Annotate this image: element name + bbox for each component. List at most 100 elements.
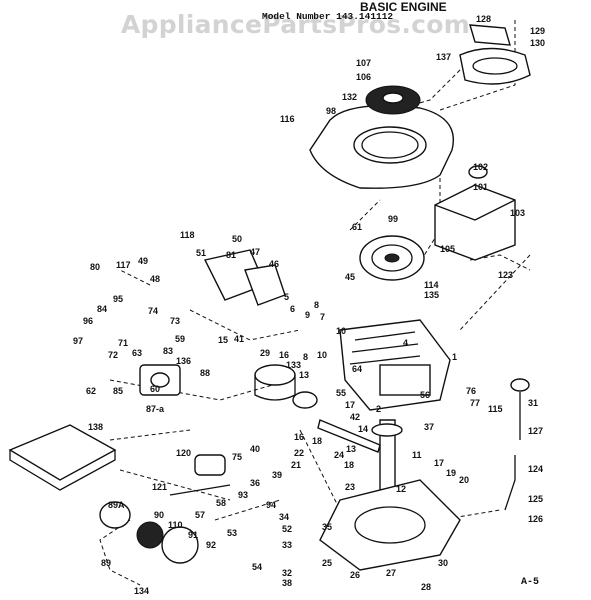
part-label: 39	[272, 470, 282, 480]
part-label: 77	[470, 398, 480, 408]
air-cleaner	[99, 501, 199, 564]
piston	[254, 364, 318, 409]
part-label: 41	[234, 334, 244, 344]
part-label: 118	[180, 230, 195, 240]
part-label: 7	[320, 312, 325, 322]
part-label: 17	[434, 458, 444, 468]
part-label: 54	[252, 562, 262, 572]
part-label: 35	[322, 522, 332, 532]
crankcase-base	[319, 479, 461, 571]
part-label: 135	[424, 290, 439, 300]
part-label: 89A	[108, 500, 125, 510]
part-label: 16	[279, 350, 289, 360]
part-label: 27	[386, 568, 396, 578]
air-filter	[8, 424, 117, 491]
part-label: 105	[440, 244, 455, 254]
carburetor	[139, 364, 181, 396]
part-label: 92	[206, 540, 216, 550]
part-label: 32	[282, 568, 292, 578]
part-label: 36	[250, 478, 260, 488]
part-label: 9	[305, 310, 310, 320]
part-label: 12	[396, 484, 406, 494]
part-label: 18	[312, 436, 322, 446]
part-label: 15	[218, 335, 228, 345]
part-label: 52	[282, 524, 292, 534]
part-label: 19	[446, 468, 456, 478]
engine-block	[339, 319, 451, 411]
part-label: 97	[73, 336, 83, 346]
part-label: 133	[286, 360, 301, 370]
part-label: 55	[336, 388, 346, 398]
part-label: 123	[498, 270, 513, 280]
part-label: 14	[358, 424, 368, 434]
part-label: 2	[376, 404, 381, 414]
part-label: 121	[152, 482, 167, 492]
part-label: 124	[528, 464, 543, 474]
part-label: 1	[452, 352, 457, 362]
crankshaft	[371, 419, 403, 501]
part-label: 13	[346, 444, 356, 454]
part-label: 22	[294, 448, 304, 458]
part-label: 107	[356, 58, 371, 68]
part-label: 98	[326, 106, 336, 116]
part-label: 91	[188, 530, 198, 540]
part-label: 71	[118, 338, 128, 348]
part-label: 57	[195, 510, 205, 520]
part-label: 110	[168, 520, 183, 530]
part-label: 4	[403, 338, 408, 348]
part-label: 17	[345, 400, 355, 410]
part-label: 115	[488, 404, 503, 414]
flywheel	[359, 235, 425, 281]
part-label: 8	[314, 300, 319, 310]
part-label: 11	[412, 450, 422, 460]
watermark: AppliancePartsPros.com	[120, 10, 471, 39]
governor-assembly	[169, 454, 231, 496]
part-label: 6	[290, 304, 295, 314]
part-label: 76	[466, 386, 476, 396]
part-labels: 128 129 130 137 107 106 132 98 116 102 1…	[73, 14, 545, 596]
part-label: 42	[350, 412, 360, 422]
part-label: 89	[101, 558, 111, 568]
part-label: 61	[352, 222, 362, 232]
part-label: 84	[97, 304, 107, 314]
part-label: 85	[113, 386, 123, 396]
part-label: 21	[291, 460, 301, 470]
part-label: 60	[150, 384, 160, 394]
part-label: 102	[473, 162, 488, 172]
connecting-rod	[317, 419, 381, 453]
part-label: 5	[284, 292, 289, 302]
part-label: 99	[388, 214, 398, 224]
part-label: 138	[88, 422, 103, 432]
part-label: 63	[132, 348, 142, 358]
part-label: 130	[530, 38, 545, 48]
part-label: 47	[250, 247, 260, 257]
part-label: 30	[438, 558, 448, 568]
part-label: 125	[528, 494, 543, 504]
part-label: 50	[232, 234, 242, 244]
part-label: 48	[150, 274, 160, 284]
part-label: 49	[138, 256, 148, 266]
part-label: 95	[113, 294, 123, 304]
part-label: 40	[250, 444, 260, 454]
part-label: 126	[528, 514, 543, 524]
blower-housing	[309, 105, 454, 189]
part-label: 45	[345, 272, 355, 282]
part-label: 114	[424, 280, 439, 290]
part-label: 75	[232, 452, 242, 462]
part-label: 26	[350, 570, 360, 580]
part-label: 29	[260, 348, 270, 358]
part-label: 88	[200, 368, 210, 378]
part-label: 74	[148, 306, 158, 316]
part-label: 10	[317, 350, 327, 360]
part-label: 28	[421, 582, 431, 592]
part-label: 24	[334, 450, 344, 460]
part-label: 56	[420, 390, 430, 400]
part-label: 127	[528, 426, 543, 436]
part-label: 87-a	[146, 404, 165, 414]
part-label: 132	[342, 92, 357, 102]
part-label: 34	[279, 512, 289, 522]
part-label: 137	[436, 52, 451, 62]
part-label: 20	[459, 475, 469, 485]
part-label: 128	[476, 14, 491, 24]
